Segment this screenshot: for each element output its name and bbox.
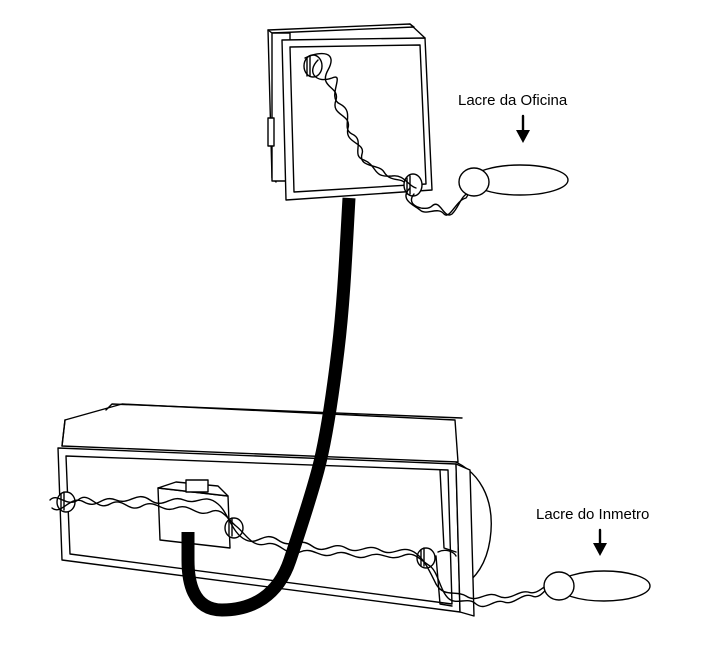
arrow-inmetro <box>593 528 607 556</box>
inmetro-seal-tag <box>543 570 651 602</box>
inmetro-seal-label: Lacre do Inmetro <box>536 506 650 523</box>
unit-seal-wire <box>49 495 555 608</box>
arrow-workshop <box>516 114 530 143</box>
workshop-seal-tag <box>458 164 569 197</box>
connecting-cable <box>181 197 356 617</box>
workshop-seal-label: Lacre da Oficina <box>458 92 568 109</box>
meter-unit <box>57 403 492 617</box>
connector-clip <box>185 479 209 493</box>
box-side-latch <box>267 117 275 147</box>
junction-box <box>267 23 433 201</box>
